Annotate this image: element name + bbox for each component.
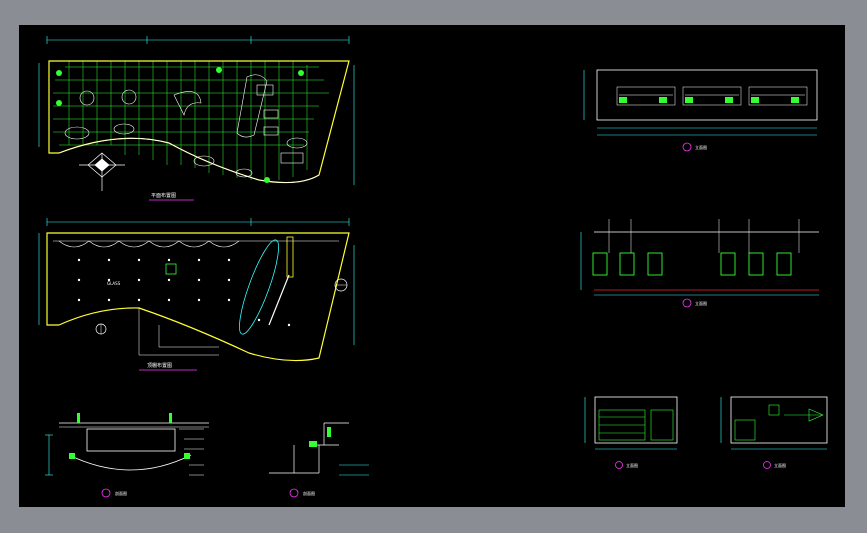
- elevation-a-panels: [616, 86, 808, 106]
- floor-plan[interactable]: 平面布置图: [38, 36, 355, 201]
- elevation-a-outline: [596, 69, 818, 121]
- section-b[interactable]: 剖面图: [269, 422, 369, 498]
- elevation-b-chairs: [592, 252, 792, 276]
- ceiling-leaders: [138, 308, 219, 356]
- elevation-d-marker: [763, 461, 771, 469]
- ceiling-drapes: [58, 240, 240, 248]
- floor-plan-dimensions: [38, 36, 355, 185]
- elevation-d-caption: 立面图: [774, 462, 786, 468]
- ceiling-lights: [77, 258, 291, 327]
- elevation-d[interactable]: 立面图: [720, 396, 828, 469]
- elevation-a[interactable]: 立面图: [583, 69, 818, 152]
- floor-plan-furniture: [64, 74, 308, 178]
- elevation-b[interactable]: 立面图: [580, 219, 819, 308]
- section-a-arch: [68, 454, 192, 471]
- ceiling-plan-dimensions: [38, 218, 355, 345]
- section-b-dimensions: [339, 464, 369, 476]
- elevation-a-lights: [619, 97, 799, 103]
- floor-plan-compass: [79, 152, 125, 191]
- elevation-c-dimensions: [584, 397, 677, 450]
- floor-plan-caption: 平面布置图: [151, 192, 176, 199]
- section-a-leaders: [179, 428, 204, 476]
- elevation-a-marker: [682, 142, 692, 152]
- elevation-c-outline: [594, 396, 678, 444]
- floor-plan-curved-wall: [58, 137, 320, 183]
- section-a-dimensions: [45, 434, 53, 476]
- cad-model-space[interactable]: 平面布置图 GLASS: [19, 25, 845, 507]
- elevation-c-caption: 立面图: [626, 462, 638, 468]
- elevation-c-shelves: [598, 409, 674, 441]
- section-a-box: [86, 428, 176, 452]
- ceiling-caption: 顶棚布置图: [147, 362, 172, 369]
- elevation-a-caption: 立面图: [695, 144, 707, 150]
- section-a-marker: [101, 488, 111, 498]
- cad-drawing: 平面布置图 GLASS: [38, 36, 828, 498]
- elevation-b-leaders: [608, 219, 800, 253]
- elevation-b-caption: 立面图: [695, 300, 707, 306]
- ceiling-column: [286, 236, 294, 278]
- ceiling-plan[interactable]: GLASS 顶棚布置图: [38, 218, 355, 371]
- floor-plan-grid: [53, 61, 329, 180]
- ceiling-glass-ellipse: [239, 239, 279, 335]
- elevation-d-dimensions: [720, 397, 827, 450]
- elevation-c[interactable]: 立面图: [584, 396, 678, 469]
- elevation-b-dimensions: [580, 232, 819, 296]
- ceiling-section-marker: [95, 278, 348, 335]
- floor-plan-planters: [56, 67, 304, 183]
- ceiling-note: GLASS: [107, 281, 121, 286]
- ceiling-feature-square: [165, 263, 177, 275]
- elevation-d-elements: [734, 404, 824, 441]
- section-a-caption: 剖面图: [115, 490, 127, 496]
- elevation-b-marker: [682, 298, 692, 308]
- elevation-d-outline: [730, 396, 828, 444]
- section-a-fixtures: [69, 413, 190, 459]
- section-b-fixtures: [309, 427, 331, 447]
- section-a[interactable]: 剖面图: [45, 413, 209, 498]
- elevation-a-dimensions: [583, 70, 817, 136]
- elevation-c-marker: [615, 461, 623, 469]
- section-b-profile: [269, 422, 349, 474]
- section-b-caption: 剖面图: [303, 490, 315, 496]
- section-b-marker: [289, 488, 299, 498]
- ceiling-beam: [268, 274, 290, 326]
- floor-plan-outline: [48, 60, 350, 184]
- ceiling-plan-outline: [46, 232, 350, 362]
